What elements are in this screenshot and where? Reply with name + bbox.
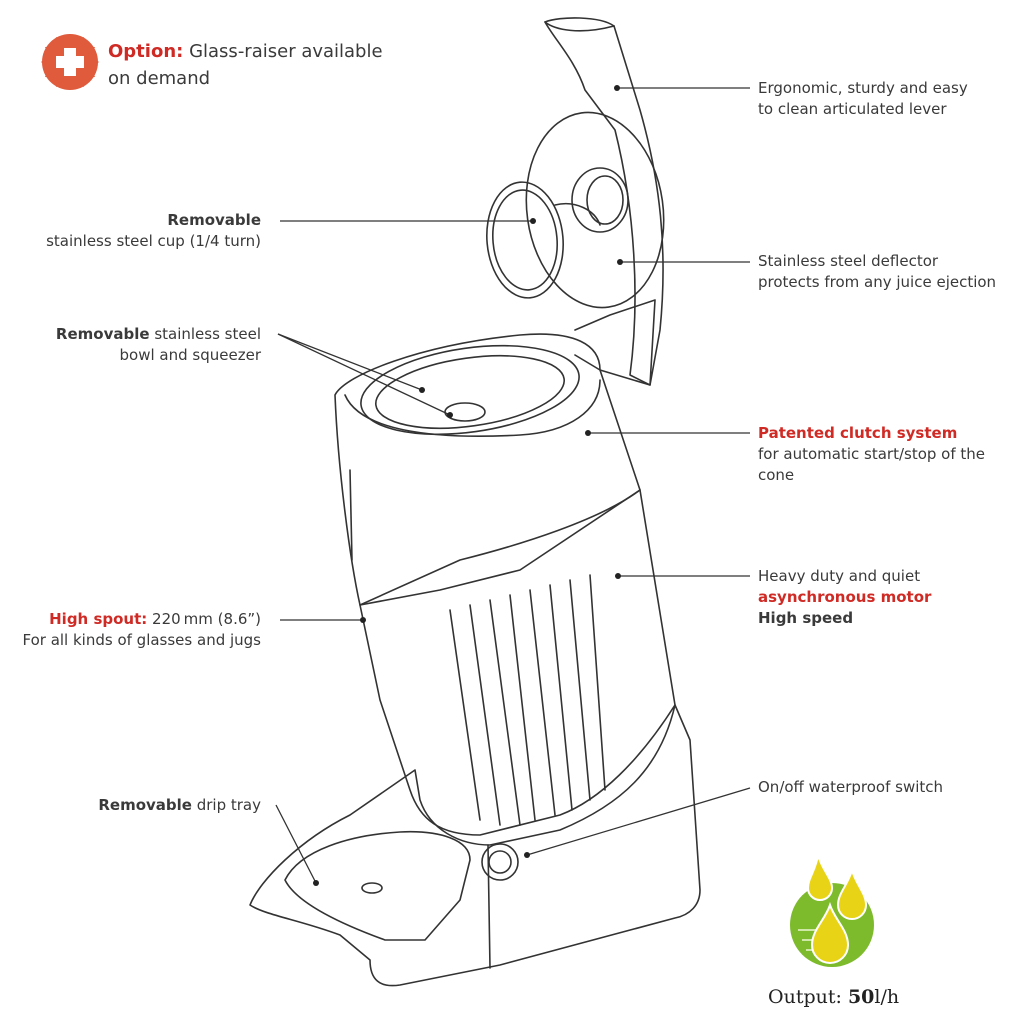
label-spout-line2: For all kinds of glasses and jugs	[22, 631, 261, 649]
label-lever-line1: Ergonomic, sturdy and easy	[758, 79, 968, 97]
cup-outline	[486, 181, 564, 299]
label-bowl-line2: bowl and squeezer	[119, 346, 261, 364]
label-clutch-line2: for automatic start/stop of the cone	[758, 445, 986, 484]
label-lever-line2: to clean articulated lever	[758, 100, 947, 118]
label-cup: Removable stainless steel cup (1/4 turn)	[46, 210, 261, 252]
deflector-disk	[525, 111, 665, 309]
label-bowl-line1: stainless steel	[149, 325, 261, 343]
label-lever: Ergonomic, sturdy and easy to clean arti…	[758, 78, 968, 120]
label-switch-line1: On/off waterproof switch	[758, 778, 944, 796]
option-note: Option: Glass-raiser available on demand	[40, 36, 440, 96]
label-bowl: Removable stainless steel bowl and squee…	[56, 324, 261, 366]
power-switch	[481, 843, 519, 881]
label-tray-bold: Removable	[98, 796, 192, 814]
output-label: Output: 50l/h	[768, 986, 899, 1008]
output-unit: l/h	[874, 986, 900, 1008]
option-line1: Glass-raiser available	[189, 41, 383, 62]
output-label-text: Output:	[768, 986, 842, 1008]
label-switch: On/off waterproof switch	[758, 777, 943, 798]
juice-drops-icon	[790, 854, 874, 967]
label-clutch-title: Patented clutch system	[758, 424, 958, 442]
label-spout: High spout: 220 mm (8.6”) For all kinds …	[22, 609, 261, 651]
option-title: Option:	[108, 41, 184, 62]
label-motor-line1: Heavy duty and quiet	[758, 567, 921, 585]
label-motor-bold: High speed	[758, 609, 854, 627]
label-deflector-line2: protects from any juice ejection	[758, 273, 997, 291]
output-value: 50	[847, 986, 875, 1008]
bowl-outline	[360, 344, 580, 436]
label-spout-title: High spout:	[49, 610, 148, 628]
upper-housing	[334, 333, 641, 606]
label-tray-rest: drip tray	[191, 796, 261, 814]
label-motor: Heavy duty and quiet asynchronous motor …	[758, 566, 931, 629]
label-spout-value: 220 mm (8.6”)	[147, 610, 261, 628]
label-tray: Removable drip tray	[98, 795, 261, 816]
lever-outline	[544, 17, 664, 386]
option-line2: on demand	[108, 68, 211, 89]
base-outline	[249, 704, 701, 987]
plus-badge-icon	[41, 34, 99, 90]
label-bowl-bold: Removable	[55, 325, 150, 343]
label-cup-bold: Removable	[167, 211, 261, 229]
label-deflector-line1: Stainless steel deflector	[758, 252, 939, 270]
label-deflector: Stainless steel deflector protects from …	[758, 251, 996, 293]
label-cup-line2: stainless steel cup (1/4 turn)	[46, 232, 261, 250]
label-motor-red: asynchronous motor	[758, 588, 932, 606]
motor-housing	[359, 489, 676, 836]
label-clutch: Patented clutch system for automatic sta…	[758, 423, 1024, 486]
